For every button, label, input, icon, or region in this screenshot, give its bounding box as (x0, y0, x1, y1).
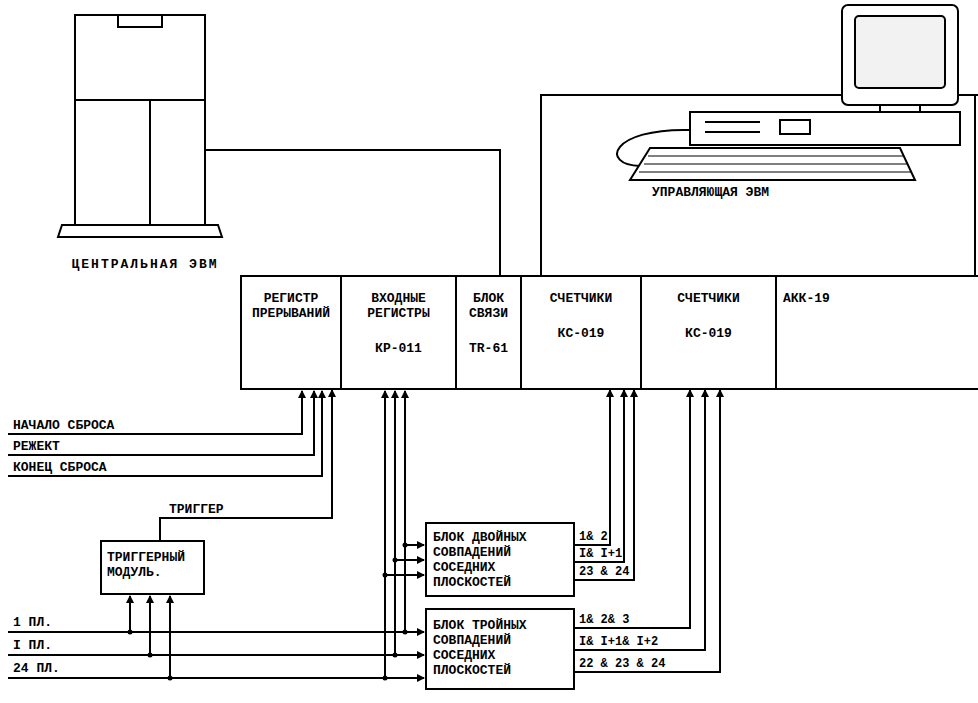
connector-label: 1& 2& 3 (578, 613, 630, 627)
module-box: АКК-19 (775, 275, 978, 390)
module-box: БЛОК СВЯЗИ TR-61 (455, 275, 522, 390)
plane-name: 24 ПЛ. (12, 661, 61, 676)
model-code: КР-011 (375, 341, 422, 356)
model-code: TR-61 (469, 341, 508, 356)
signal-name: РЕЖЕКТ (12, 439, 61, 454)
node-title: ТРИГГЕРНЫЙ МОДУЛЬ. (107, 550, 198, 580)
signal-connector (575, 390, 624, 562)
computer-label: ЦЕНТРАЛЬНАЯ ЭВМ (40, 10, 250, 272)
connector-label: I& I+1 (578, 547, 623, 561)
connector-label: 23 & 24 (578, 565, 630, 579)
node-title: ВХОДНЫЕ РЕГИСТРЫ (346, 291, 451, 321)
model-code: КС-019 (558, 326, 605, 341)
coincidence-block: БЛОК ТРОЙНЫХ СОВПАДЕНИЙ СОСЕДНИХ ПЛОСКОС… (425, 608, 575, 690)
signal-connector (575, 390, 705, 650)
connector-label: I& I+1& I+2 (578, 635, 659, 649)
node-title: УПРАВЛЯЮЩАЯ ЭВМ (652, 185, 769, 200)
module-box: РЕГИСТР ПРЕРЫВАНИЙ (240, 275, 342, 390)
trigger-module: ТРИГГЕРНЫЙ МОДУЛЬ. (100, 540, 205, 595)
signal-connector (575, 390, 610, 545)
signal-connector (575, 390, 690, 628)
node-title: РЕГИСТР ПРЕРЫВАНИЙ (246, 291, 336, 321)
counter-module: СЧЕТЧИКИ КС-019 (640, 275, 777, 390)
signal-name: КОНЕЦ СБРОСА (12, 460, 108, 475)
connector-label: 22 & 23 & 24 (578, 657, 666, 671)
plane-name: I ПЛ. (12, 638, 53, 653)
signal-wires (8, 391, 322, 476)
node-title: ЦЕНТРАЛЬНАЯ ЭВМ (71, 257, 218, 272)
coincidence-block: БЛОК ДВОЙНЫХ СОВПАДЕНИЙ СОСЕДНИХ ПЛОСКОС… (425, 522, 575, 597)
connector-label: ТРИГГЕР (168, 502, 225, 517)
signal-connector (575, 390, 720, 672)
node-title: БЛОК ТРОЙНЫХ СОВПАДЕНИЙ СОСЕДНИХ ПЛОСКОС… (433, 618, 567, 678)
module-box: ВХОДНЫЕ РЕГИСТРЫ КР-011 (340, 275, 457, 390)
model-code: КС-019 (685, 326, 732, 341)
node-title: БЛОК СВЯЗИ (460, 291, 517, 321)
connector-label: 1& 2 (578, 530, 609, 544)
signal-name: НАЧАЛО СБРОСА (12, 418, 115, 433)
plane-wires (8, 391, 424, 678)
central-computer (58, 15, 250, 237)
control-computer-box: УПРАВЛЯЮЩАЯ ЭВМ (540, 95, 976, 277)
signal-connector (250, 150, 500, 275)
node-title: АКК-19 (783, 291, 830, 306)
signal-connector (575, 390, 634, 580)
node-title: БЛОК ДВОЙНЫХ СОВПАДЕНИЙ СОСЕДНИХ ПЛОСКОС… (433, 530, 567, 590)
node-title: СЧЕТЧИКИ (550, 291, 612, 306)
node-title: СЧЕТЧИКИ (677, 291, 739, 306)
counter-module: СЧЕТЧИКИ КС-019 (520, 275, 642, 390)
personal-computer (617, 5, 960, 180)
signal-connector (160, 390, 332, 540)
plane-name: 1 ПЛ. (12, 615, 53, 630)
